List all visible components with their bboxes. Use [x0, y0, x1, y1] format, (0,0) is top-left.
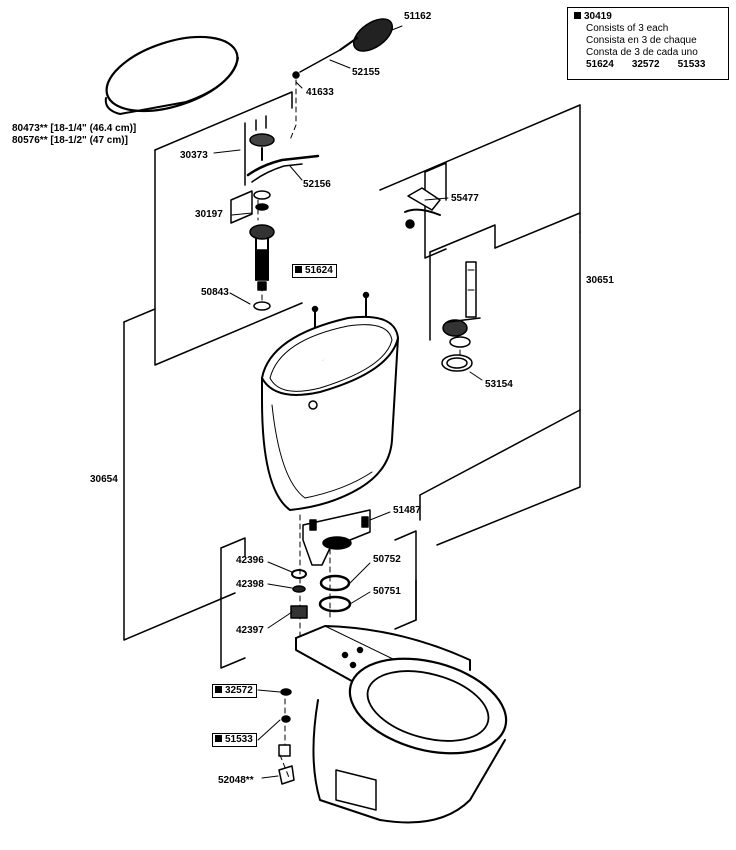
kit-note-line-en: Consists of 3 each	[586, 23, 669, 34]
part-label-30373: 30373	[180, 150, 208, 161]
part-label-51533: 51533	[225, 734, 253, 745]
toilet-tank	[261, 315, 399, 511]
part-label-52155: 52155	[352, 67, 380, 78]
leader-lines	[213, 25, 483, 779]
kit-note-box: 30419 Consists of 3 each Consista en 3 d…	[567, 7, 729, 80]
square-icon	[215, 686, 222, 693]
part-label-50751: 50751	[373, 586, 401, 597]
part-label-lid-80473: 80473** [18-1/4" (46.4 cm)]	[12, 123, 137, 134]
part-label-30654: 30654	[90, 474, 118, 485]
part-label-30651: 30651	[586, 275, 614, 286]
flapper-51162	[292, 18, 394, 79]
part-label-42396: 42396	[236, 555, 264, 566]
part-label-51162: 51162	[404, 11, 432, 22]
part-label-41633: 41633	[306, 87, 334, 98]
callout-frames	[123, 91, 581, 669]
part-label-32572-boxed: 32572	[212, 684, 257, 698]
kit-part-2: 32572	[631, 59, 660, 70]
kit-note-title-row: 30419	[574, 11, 722, 23]
kit-part-3: 51533	[677, 59, 706, 70]
part-label-52156: 52156	[303, 179, 331, 190]
part-label-51624: 51624	[305, 265, 333, 276]
toilet-bowl	[295, 625, 508, 824]
part-label-51624-boxed: 51624	[292, 264, 337, 278]
square-icon	[574, 12, 581, 19]
clip-55477	[404, 187, 441, 229]
flush-valve	[441, 261, 481, 372]
part-label-51487: 51487	[393, 505, 421, 516]
square-icon	[295, 266, 302, 273]
part-label-52048: 52048**	[218, 775, 254, 786]
part-label-50843: 50843	[201, 287, 229, 298]
kit-part-1: 51624	[586, 59, 614, 70]
part-label-50752: 50752	[373, 554, 401, 565]
part-label-30197: 30197	[195, 209, 223, 220]
part-label-42398: 42398	[236, 579, 264, 590]
square-icon	[215, 735, 222, 742]
kit-note-line-fr: Consista en 3 de chaque	[586, 35, 697, 46]
part-label-53154: 53154	[485, 379, 513, 390]
flush-handle-30373	[246, 115, 320, 211]
washers	[278, 569, 352, 785]
part-label-42397: 42397	[236, 625, 264, 636]
kit-note-title: 30419	[584, 11, 612, 22]
part-label-32572: 32572	[225, 685, 253, 696]
coupling-51487	[302, 509, 371, 566]
part-label-55477: 55477	[451, 193, 479, 204]
tank-lid	[104, 35, 239, 115]
kit-note-parts: 51624 32572 51533	[574, 59, 722, 71]
part-label-51533-boxed: 51533	[212, 733, 257, 747]
part-label-lid-80576: 80576** [18-1/2" (47 cm)]	[12, 135, 128, 146]
fill-valve	[249, 224, 275, 311]
kit-note-line-es: Consta de 3 de cada uno	[586, 47, 698, 58]
